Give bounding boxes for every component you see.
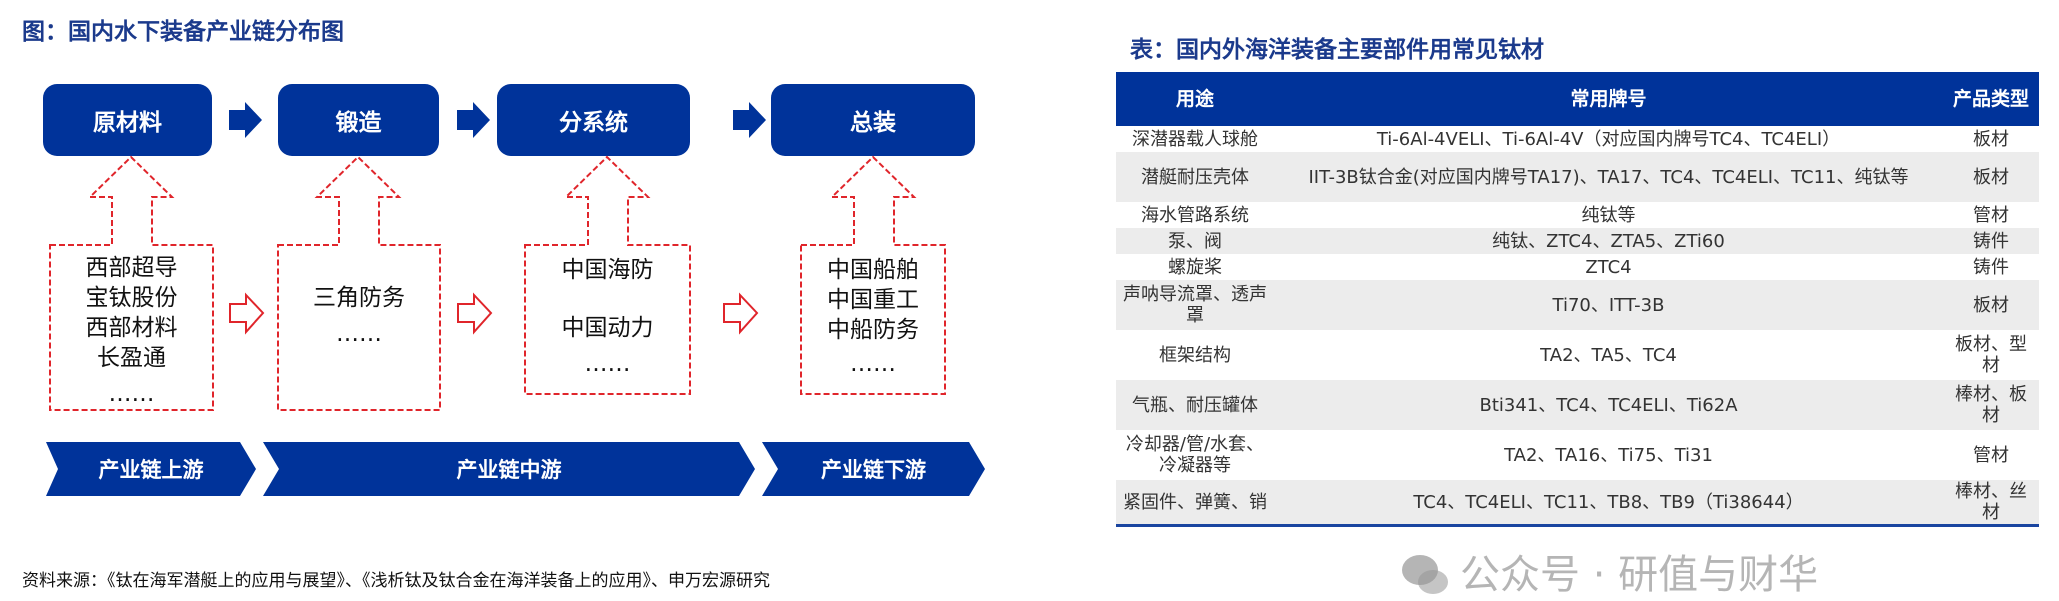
- watermark: 公众号 · 研值与财华: [1400, 552, 1818, 598]
- company-list: 中国海防 中国动力 ……: [525, 255, 690, 379]
- cell-grade: TC4、TC4ELI、TC11、TB8、TB9（Ti38644）: [1274, 480, 1943, 526]
- company: 中国船舶: [827, 257, 919, 283]
- company: 中国动力: [561, 315, 654, 341]
- company-list: 三角防务 ……: [278, 283, 440, 349]
- arrow-right-icon: [229, 102, 262, 138]
- cell-grade: IIT-3B钛合金(对应国内牌号TA17)、TA17、TC4、TC4ELI、TC…: [1274, 152, 1943, 202]
- ellipsis: ……: [336, 321, 382, 347]
- table-row: 框架结构 TA2、TA5、TC4 板材、型材: [1116, 330, 2039, 380]
- stage-subsystems: 分系统: [559, 110, 628, 136]
- stage-box: [43, 84, 212, 156]
- cell-type: 棒材、板材: [1943, 380, 2039, 430]
- cell-use: 深潜器载人球舱: [1132, 128, 1258, 150]
- company: 中船防务: [827, 317, 919, 343]
- cell-type: 铸件: [1943, 228, 2039, 254]
- chevron-upstream: [46, 442, 256, 496]
- chain-midstream-label: 产业链中游: [456, 458, 562, 482]
- stage-assembly: 总装: [850, 110, 896, 136]
- arrow-right-icon: [733, 102, 766, 138]
- stage-box: [771, 84, 975, 156]
- chevron-downstream: [762, 442, 985, 496]
- header-grade: 常用牌号: [1274, 72, 1943, 126]
- cell-use: 潜艇耐压壳体: [1116, 152, 1274, 202]
- hollow-arrow-right-icon: [229, 292, 265, 335]
- cell-use: 泵、阀: [1116, 228, 1274, 254]
- source-note: 资料来源：《钛在海军潜艇上的应用与展望》、《浅析钛及钛合金在海洋装备上的应用》、…: [22, 571, 770, 591]
- hollow-arrow-right-icon: [457, 292, 493, 335]
- cell-grade: 纯钛等: [1581, 204, 1636, 226]
- cell-grade: ZTC4: [1585, 256, 1632, 278]
- company-list: 中国船舶 中国重工 中船防务 ……: [801, 255, 945, 379]
- cell-grade: Ti70、ITT-3B: [1274, 280, 1943, 330]
- supply-callout-arrow: [277, 155, 441, 411]
- table-row: 螺旋桨 ZTC4 铸件: [1116, 254, 2039, 280]
- cell-grade: Ti-6Al-4VELI、Ti-6Al-4V（对应国内牌号TC4、TC4ELI）: [1376, 128, 1841, 150]
- cell-grade: Bti341、TC4、TC4ELI、Ti62A: [1274, 380, 1943, 430]
- watermark-text: 公众号 · 研值与财华: [1460, 552, 1819, 598]
- supply-callout-arrow: [49, 155, 214, 411]
- cell-use: 螺旋桨: [1168, 256, 1222, 278]
- table-title: 表：国内外海洋装备主要部件用常见钛材: [1130, 37, 1544, 63]
- ellipsis: ……: [584, 351, 631, 377]
- cell-type: 棒材、丝材: [1943, 480, 2039, 526]
- stage-raw-materials: 原材料: [93, 110, 162, 136]
- header-use: 用途: [1116, 72, 1274, 126]
- cell-type: 管材: [1973, 444, 2009, 466]
- company: 西部材料: [85, 315, 178, 341]
- company: 长盈通: [97, 345, 166, 371]
- ellipsis: ……: [850, 351, 896, 377]
- table-row: 海水管路系统 纯钛等 管材: [1116, 202, 2039, 228]
- cell-grade: 纯钛、ZTC4、ZTA5、ZTi60: [1274, 228, 1943, 254]
- table-row: 冷却器/管/水套、冷凝器等 TA2、TA16、Ti75、Ti31 管材: [1116, 430, 2039, 480]
- cell-use: 紧固件、弹簧、销: [1116, 480, 1274, 526]
- stage-box: [278, 84, 439, 156]
- cell-type: 板材: [1943, 152, 2039, 202]
- stage-forging: 锻造: [335, 110, 382, 136]
- company: 中国海防: [561, 257, 654, 283]
- company: 三角防务: [313, 285, 405, 311]
- hollow-arrow-right-icon: [723, 292, 759, 335]
- cell-type: 管材: [1973, 204, 2009, 226]
- stage-box: [497, 84, 690, 156]
- company: 中国重工: [827, 287, 919, 313]
- company: 西部超导: [85, 255, 178, 281]
- chain-upstream-label: 产业链上游: [98, 458, 204, 482]
- cell-use: 气瓶、耐压罐体: [1116, 380, 1274, 430]
- titanium-table: 用途 常用牌号 产品类型 深潜器载人球舱 Ti-6Al-4VELI、Ti-6Al-…: [1116, 72, 2039, 527]
- cell-use: 冷却器/管/水套、冷凝器等: [1125, 434, 1265, 476]
- cell-use: 声呐导流罩、透声罩: [1116, 280, 1274, 330]
- cell-type: 板材、型材: [1955, 334, 2027, 376]
- diagram-shapes: [43, 84, 985, 496]
- chevron-midstream: [263, 442, 755, 496]
- cell-type: 板材: [1973, 128, 2009, 150]
- cell-type: 板材: [1943, 280, 2039, 330]
- company: 宝钛股份: [85, 285, 178, 311]
- wechat-icon: [1402, 555, 1448, 594]
- cell-type: 铸件: [1973, 256, 2009, 278]
- supply-callout-arrow: [524, 155, 691, 395]
- company-list: 西部超导 宝钛股份 西部材料 长盈通 ……: [50, 253, 213, 409]
- table-row: 深潜器载人球舱 Ti-6Al-4VELI、Ti-6Al-4V（对应国内牌号TC4、…: [1116, 126, 2039, 152]
- cell-use: 框架结构: [1159, 344, 1231, 366]
- chain-downstream-label: 产业链下游: [821, 458, 926, 482]
- cell-use: 海水管路系统: [1141, 204, 1249, 226]
- arrow-right-icon: [457, 102, 490, 138]
- diagram-title: 图：国内水下装备产业链分布图: [22, 19, 344, 45]
- supply-callout-arrow: [800, 155, 946, 395]
- header-type: 产品类型: [1943, 72, 2039, 126]
- ellipsis: ……: [108, 381, 155, 407]
- cell-grade: TA2、TA16、Ti75、Ti31: [1504, 444, 1713, 466]
- cell-grade: TA2、TA5、TC4: [1540, 344, 1677, 366]
